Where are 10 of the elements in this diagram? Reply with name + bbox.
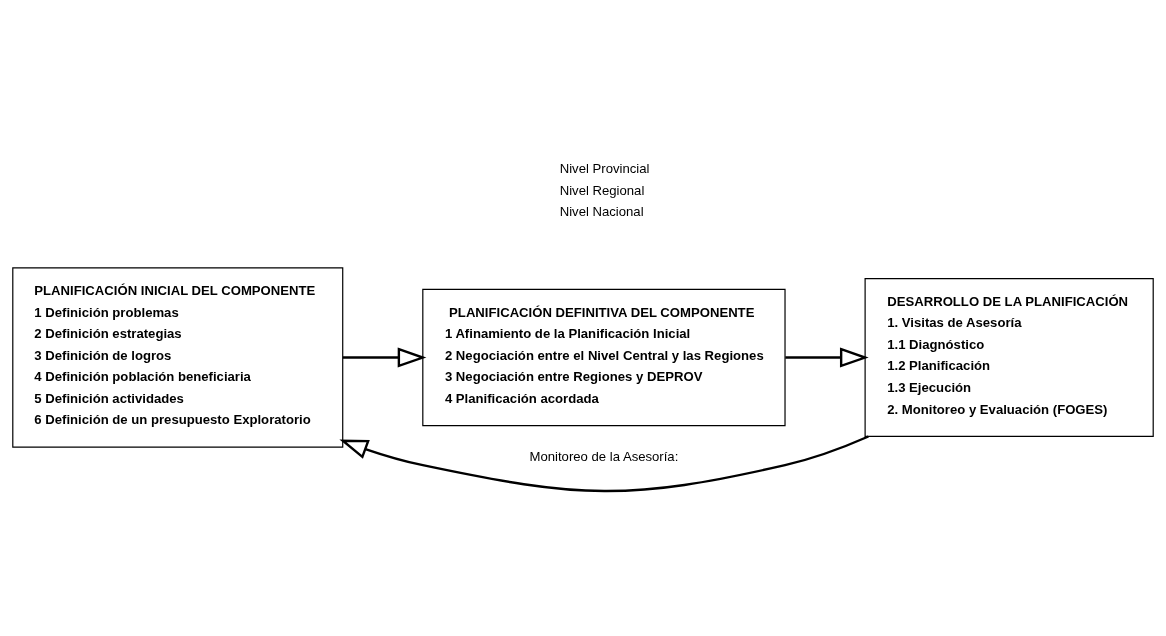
node-box: PLANIFICACIÓN INICIAL DEL COMPONENTE 1 Definición problemas 2 Definición estrategias 3 Definición de logros 4 Definición población beneficiaria 5 Definición actividades 6 Definición de un presupuesto Exploratorio <box>12 267 344 448</box>
arrow <box>342 347 427 368</box>
node-box: PLANIFICACIÓN DEFINITIVA DEL COMPONENTE 1 Afinamiento de la Planificación Inicial 2 Negociación entre el Nivel Central y las Regiones 3 Negociación entre Regiones y DEPROV 4 Planificación acordada <box>422 288 786 427</box>
edge-label: Monitoreo de la Asesoría: <box>529 449 679 465</box>
node-box: DESARROLLO DE LA PLANIFICACIÓN 1. Visitas de Asesoría 1.1 Diagnóstico 1.2 Planificación 1.3 Ejecución 2. Monitoreo y Evaluación (FOGES) <box>864 278 1154 438</box>
label: Nivel Nacional <box>559 204 644 220</box>
label: Nivel Regional <box>559 182 645 198</box>
arrow <box>339 435 869 493</box>
label: Nivel Provincial <box>559 161 650 177</box>
arrow <box>785 347 869 368</box>
